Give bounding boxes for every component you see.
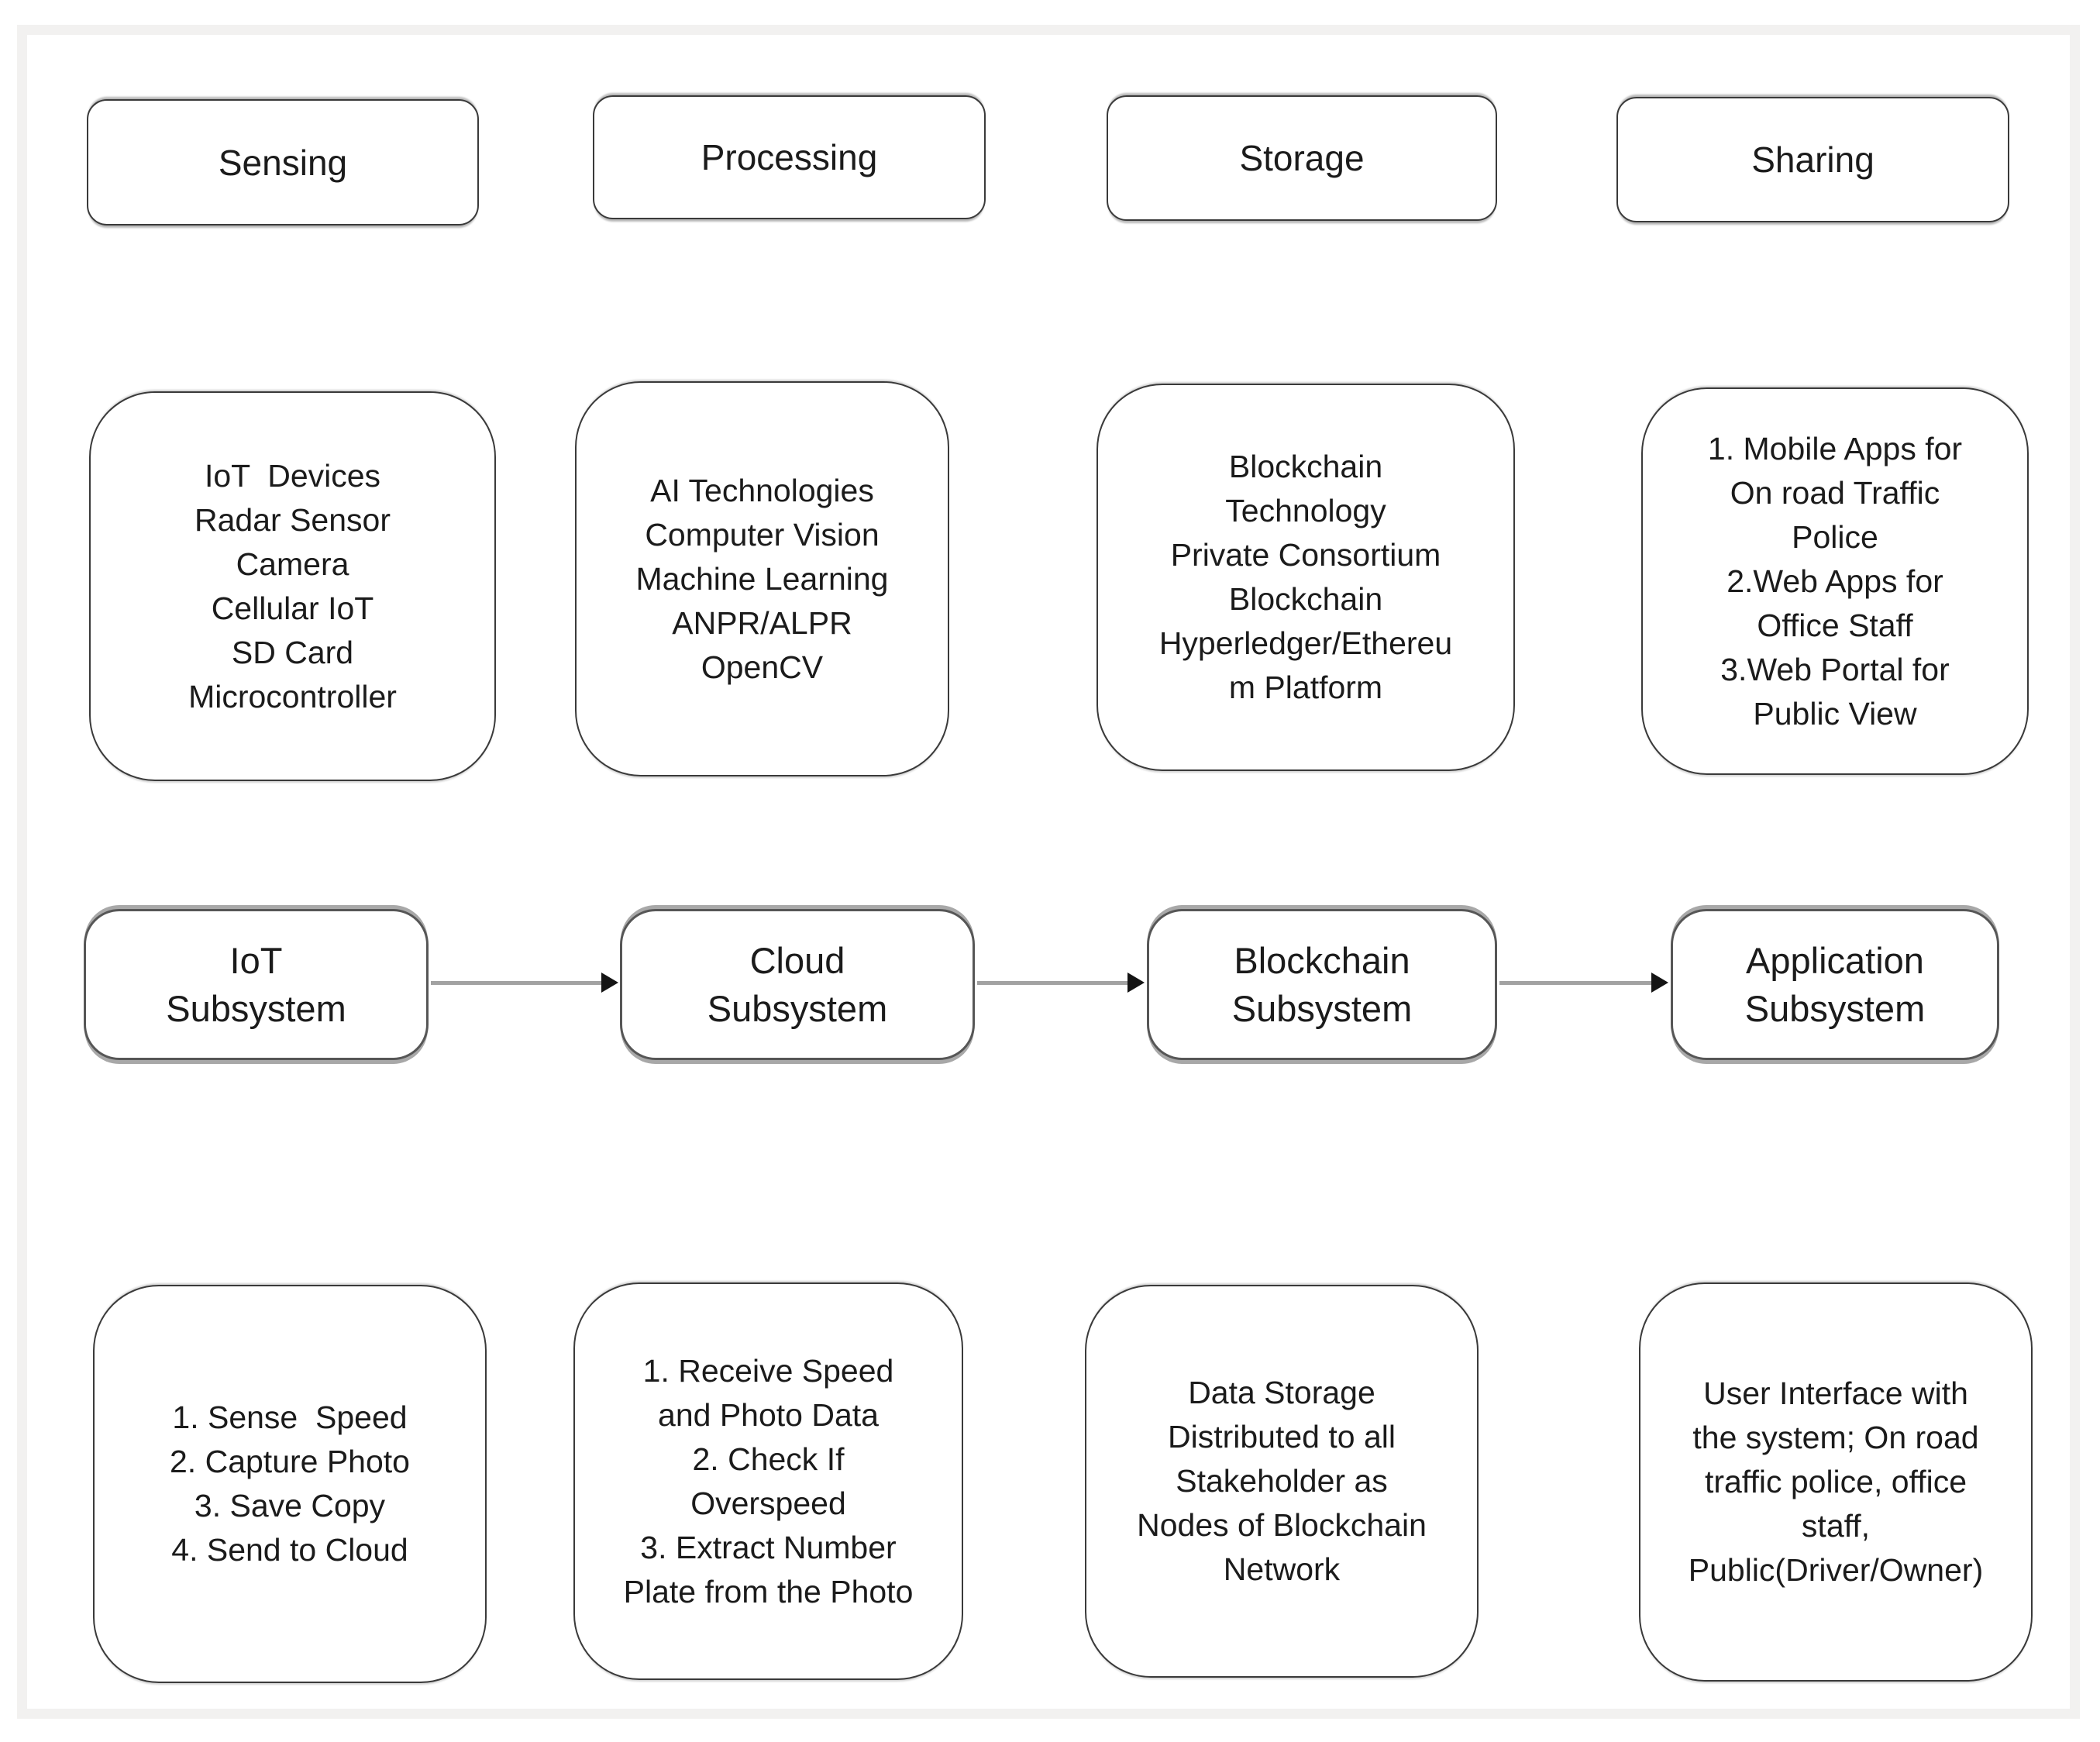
arrowhead-right-icon	[1651, 973, 1668, 993]
arrow-line	[431, 981, 604, 985]
functions-box-application: User Interface with the system; On road …	[1639, 1282, 2033, 1682]
components-box-sensing: IoT Devices Radar Sensor Camera Cellular…	[89, 391, 496, 781]
components-box-storage: Blockchain Technology Private Consortium…	[1096, 384, 1515, 771]
components-box-processing: AI Technologies Computer Vision Machine …	[575, 381, 949, 776]
arrow-line	[1499, 981, 1654, 985]
arrowhead-right-icon	[601, 973, 618, 993]
stage-box-processing: Processing	[593, 95, 986, 219]
subsystem-box-cloud: Cloud Subsystem	[620, 909, 975, 1060]
subsystem-box-iot: IoT Subsystem	[84, 909, 429, 1060]
stage-box-sharing: Sharing	[1616, 97, 2009, 222]
arrowhead-right-icon	[1127, 973, 1145, 993]
functions-box-iot: 1. Sense Speed 2. Capture Photo 3. Save …	[93, 1285, 487, 1683]
functions-box-blockchain: Data Storage Distributed to all Stakehol…	[1085, 1285, 1479, 1678]
components-box-sharing: 1. Mobile Apps for On road Traffic Polic…	[1641, 387, 2029, 775]
functions-box-cloud: 1. Receive Speed and Photo Data 2. Check…	[573, 1282, 963, 1680]
subsystem-box-blockchain: Blockchain Subsystem	[1147, 909, 1497, 1060]
subsystem-box-application: Application Subsystem	[1671, 909, 1999, 1060]
stage-box-storage: Storage	[1107, 95, 1497, 221]
stage-box-sensing: Sensing	[87, 99, 479, 225]
arrow-line	[977, 981, 1131, 985]
